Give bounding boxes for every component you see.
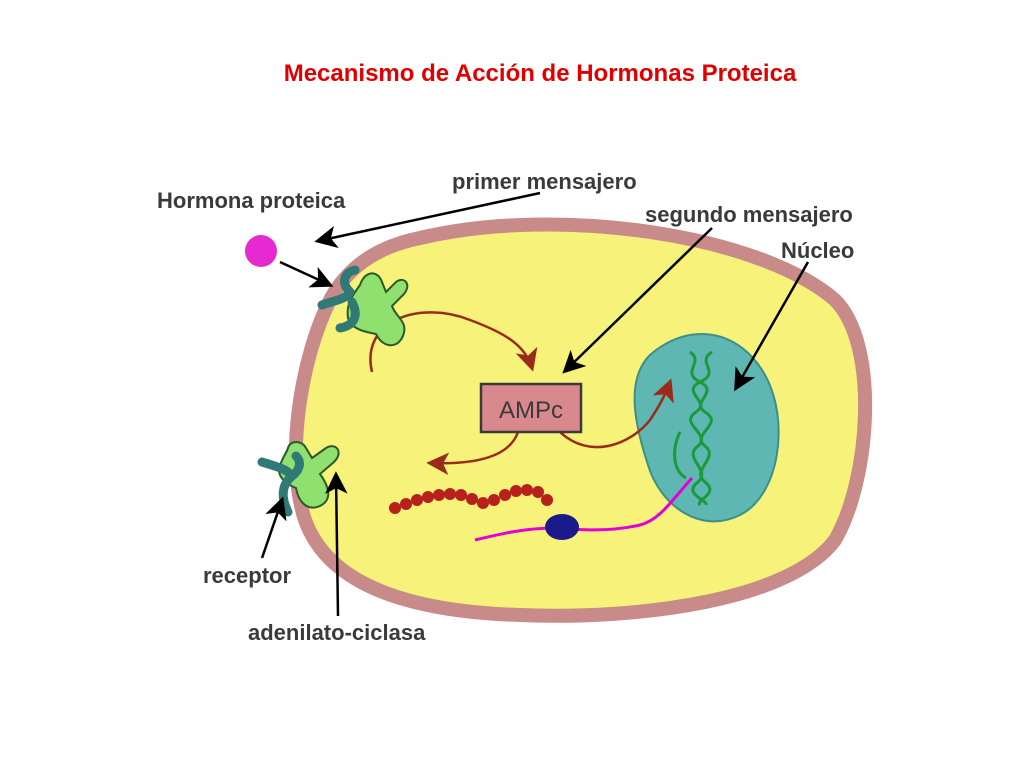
label-adenilato-ciclasa: adenilato-ciclasa — [248, 620, 426, 645]
mrna-strand — [474, 476, 694, 542]
ampc-label: AMPc — [499, 397, 563, 424]
ampc-box — [479, 382, 583, 434]
lower-receptor-complex — [257, 441, 340, 517]
upper-receptor-complex — [317, 265, 409, 347]
protein-chain — [389, 484, 553, 514]
label-hormona-proteica: Hormona proteica — [157, 188, 346, 213]
label-primer-mensajero: primer mensajero — [452, 169, 637, 194]
dna-strand — [673, 350, 713, 507]
pathway-arrows — [369, 311, 674, 475]
hormone-molecule — [245, 235, 277, 267]
ribosome — [545, 514, 579, 540]
page-title: Mecanismo de Acción de Hormonas Proteica — [283, 60, 797, 87]
label-receptor: receptor — [203, 563, 291, 588]
label-segundo-mensajero: segundo mensajero — [645, 202, 853, 227]
pointer-arrows — [260, 191, 810, 617]
label-nucleo: Núcleo — [781, 238, 854, 263]
